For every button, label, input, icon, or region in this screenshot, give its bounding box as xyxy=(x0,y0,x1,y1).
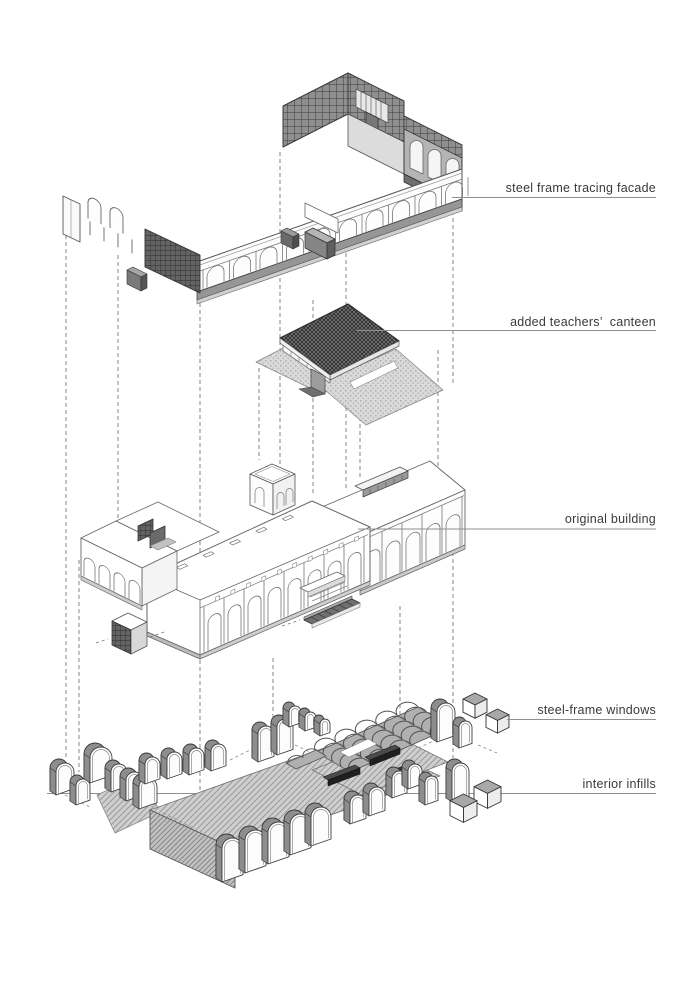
label-original-building: original building xyxy=(564,512,656,526)
label-steel-frame-tracing-facade: steel frame tracing facade xyxy=(505,181,656,195)
label-steel-frame-windows: steel-frame windows xyxy=(537,703,656,717)
facade-front-arcade xyxy=(196,168,463,293)
windows-and-infills-drawing xyxy=(49,692,510,889)
dark-cube xyxy=(111,612,148,655)
rooftop-tower xyxy=(249,463,296,516)
leader-lines xyxy=(357,197,656,720)
steel-frame-arch-windows xyxy=(49,698,473,883)
original-building-drawing xyxy=(80,460,466,660)
facade-grid-wall-left xyxy=(282,72,349,148)
canteen-layer-drawing xyxy=(255,303,444,426)
floor-plate-front-face xyxy=(149,809,236,889)
label-added-teachers-canteen: added teachers’ canteen xyxy=(510,315,656,329)
label-interior-infills: interior infills xyxy=(582,777,656,791)
infill-cubes xyxy=(449,692,510,823)
facade-grid-panel xyxy=(144,228,201,294)
projection-dashed-lines xyxy=(65,152,454,866)
facade-layer-drawing xyxy=(62,72,469,305)
